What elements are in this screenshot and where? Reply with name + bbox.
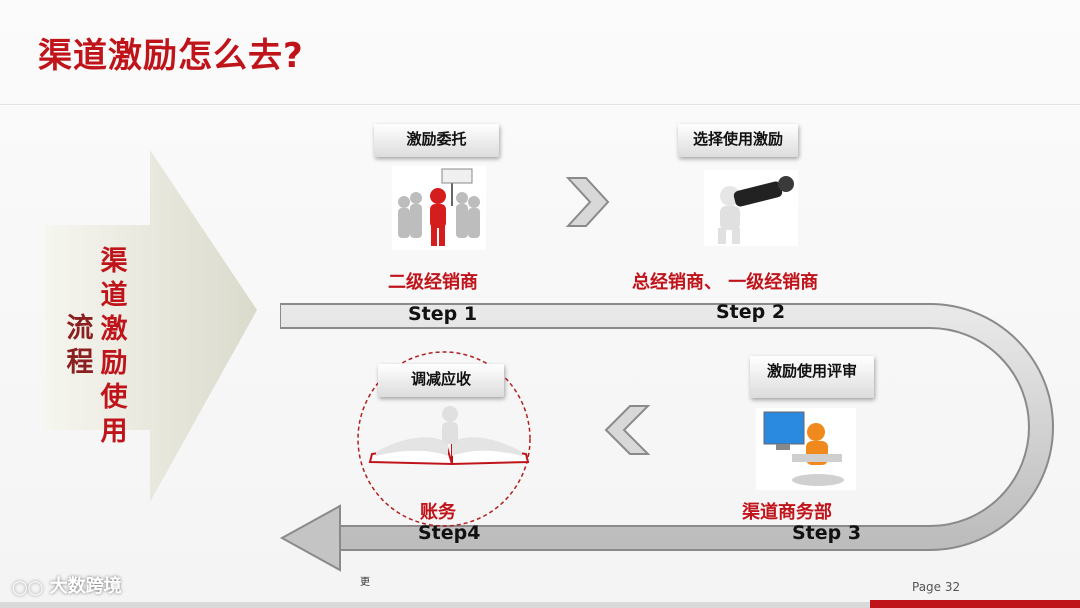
- step2-button[interactable]: 选择使用激励: [678, 124, 798, 157]
- step1-label: Step 1: [408, 303, 477, 325]
- telescope-figure-icon: [704, 170, 798, 246]
- step3-party: 渠道商务部: [742, 498, 832, 524]
- footer-bar: [0, 602, 870, 608]
- chevron-left-icon: [604, 404, 650, 456]
- brand-logo-icon: ◯◯: [12, 580, 43, 596]
- step1-party: 二级经销商: [388, 268, 478, 294]
- figure-in-book-icon: [368, 404, 530, 466]
- step4-label: Step4: [418, 522, 480, 544]
- computer-user-icon: [756, 408, 856, 490]
- brand-text: 大数跨境: [50, 576, 122, 597]
- footer-note: 更: [360, 573, 370, 588]
- footer-accent-bar: [870, 600, 1080, 608]
- brand-watermark: ◯◯ 大数跨境: [12, 572, 122, 598]
- step3-label: Step 3: [792, 522, 861, 544]
- step4-party: 账务: [420, 498, 456, 524]
- step4-button[interactable]: 调减应收: [378, 364, 504, 397]
- step2-party: 总经销商、 一级经销商: [632, 268, 818, 294]
- step1-button[interactable]: 激励委托: [374, 124, 499, 157]
- step3-button[interactable]: 激励使用评审: [750, 356, 874, 398]
- chevron-right-icon: [566, 176, 610, 228]
- step2-label: Step 2: [716, 301, 785, 323]
- page-number: Page 32: [912, 580, 960, 594]
- leader-with-sign-icon: [392, 166, 486, 250]
